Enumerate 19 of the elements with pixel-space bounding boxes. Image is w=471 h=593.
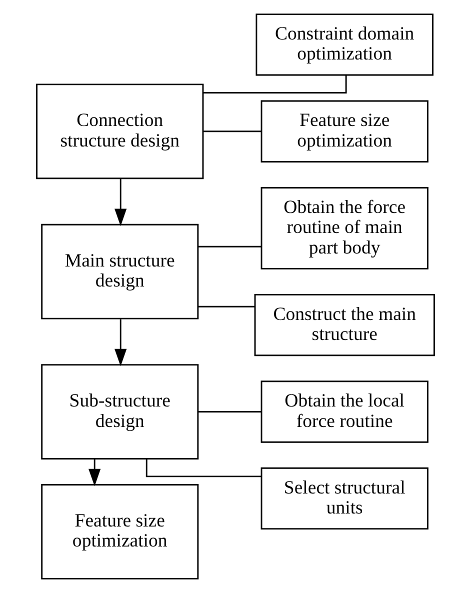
connector	[198, 246, 262, 248]
node-box: Construct the main structure	[254, 294, 435, 356]
node-box: Select structural units	[260, 467, 428, 530]
node-box: Constraint domain optimization	[256, 14, 434, 76]
node-box: Feature size optimization	[41, 484, 199, 580]
connector	[198, 411, 262, 412]
node-box: Obtain the local force routine	[260, 380, 428, 443]
node-box: Feature size optimization	[260, 100, 428, 162]
connector	[203, 75, 347, 94]
node-box: Obtain the force routine of main part body	[260, 187, 428, 270]
arrow	[114, 319, 127, 366]
node-box: Connection structure design	[36, 84, 204, 180]
arrow	[88, 459, 101, 486]
connector	[146, 458, 262, 478]
connector	[198, 306, 255, 308]
connector	[204, 130, 262, 132]
node-box: Main structure design	[41, 224, 199, 320]
arrow	[114, 179, 127, 226]
node-box: Sub-structure design	[41, 364, 199, 460]
